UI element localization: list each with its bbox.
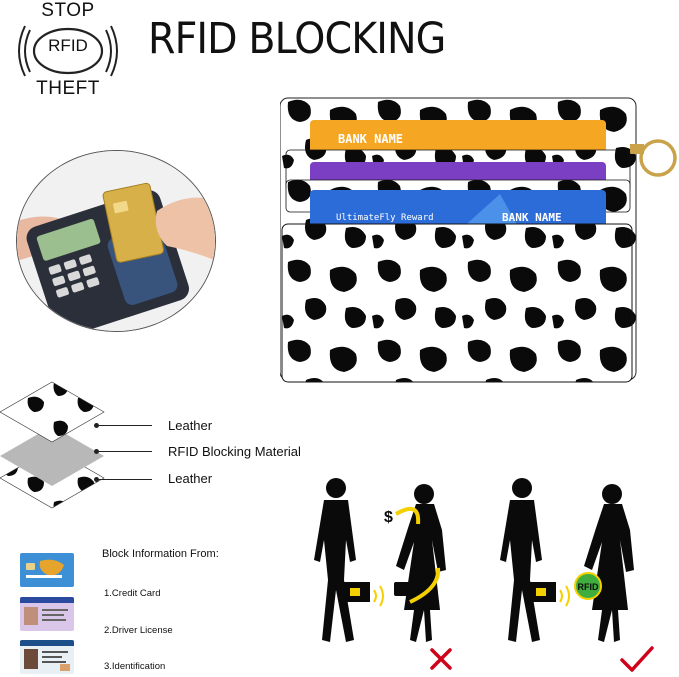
skimmer-device-left xyxy=(394,582,412,596)
skimming-scene: $ RFID xyxy=(300,470,679,677)
card1-bank-name: BANK NAME xyxy=(338,132,403,146)
fail-cross-icon xyxy=(430,648,452,670)
woman-silhouette-left xyxy=(396,484,446,642)
block-info-title: Block Information From: xyxy=(102,548,219,560)
leader-dot-bottom xyxy=(94,477,99,482)
bag-left xyxy=(344,582,370,602)
stop-rfid-theft-badge: STOP RFID THEFT xyxy=(8,0,128,100)
pos-terminal-photo xyxy=(16,150,216,332)
block-item-identification: 3.Identification xyxy=(104,661,166,672)
signal-wave-1 xyxy=(373,589,377,603)
leader-line-top xyxy=(98,425,152,426)
leader-dot-top xyxy=(94,423,99,428)
rfid-waves-icon xyxy=(18,25,118,77)
material-layers-diagram xyxy=(0,378,130,518)
credit-card-icon xyxy=(20,553,74,587)
identification-icon xyxy=(20,640,74,674)
leader-line-middle xyxy=(98,451,152,452)
rfid-shield-label: RFID xyxy=(578,582,599,592)
layer-label-bottom: Leather xyxy=(168,471,213,486)
dollar-sign: $ xyxy=(384,509,393,526)
signal-arc-top xyxy=(394,506,421,525)
woman-silhouette-right xyxy=(584,484,634,642)
badge-middle-text: RFID xyxy=(48,36,88,55)
leader-dot-middle xyxy=(94,449,99,454)
badge-top-text: STOP xyxy=(41,0,95,21)
card3-bank-name: BANK NAME xyxy=(502,211,562,224)
badge-bottom-text: THEFT xyxy=(36,78,100,99)
leader-line-bottom xyxy=(98,479,152,480)
layer-label-top: Leather xyxy=(168,418,213,433)
block-item-credit-card: 1.Credit Card xyxy=(104,588,161,599)
man-silhouette-left xyxy=(314,478,356,642)
signal-wave-2 xyxy=(379,585,384,607)
card3-reward-text: UltimateFly Reward xyxy=(336,213,434,223)
driver-license-icon xyxy=(20,597,74,631)
rfid-shield-icon: RFID xyxy=(574,572,602,600)
ok-check-icon xyxy=(620,646,654,672)
cardholder-wallet: BANK NAME UltimateFly Reward BANK NAME xyxy=(279,96,679,391)
block-item-driver-license: 2.Driver License xyxy=(104,625,173,636)
layer-label-middle: RFID Blocking Material xyxy=(168,444,301,459)
man-silhouette-right xyxy=(500,478,542,642)
bag-right xyxy=(530,582,556,602)
signal-wave-3 xyxy=(559,589,563,603)
signal-arc-bottom xyxy=(409,567,441,604)
page-title: RFID BLOCKING xyxy=(148,14,446,64)
signal-wave-4 xyxy=(565,585,570,607)
